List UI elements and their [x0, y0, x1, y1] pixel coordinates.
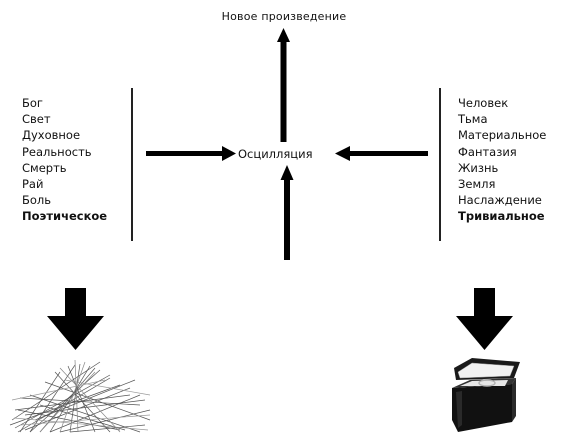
right-item: Человек [458, 96, 509, 110]
hay-pile-image [9, 359, 151, 433]
right-item: Жизнь [458, 160, 499, 175]
center-label-oscillation: Осцилляция [238, 147, 313, 161]
arrow-up [277, 28, 290, 142]
right-item: Тьма [458, 112, 488, 127]
left-final-item: Поэтическое [22, 209, 108, 224]
right-item: Фантазия [458, 144, 517, 159]
top-label-new-work: Новое произведение [221, 10, 347, 23]
left-item: Смерть [22, 160, 67, 175]
left-item: Духовное [22, 128, 81, 143]
right-item: Материальное [458, 128, 547, 143]
right-divider [439, 88, 441, 241]
big-arrow-down-right [456, 288, 513, 350]
arrow-left-in [146, 146, 236, 161]
left-item: Боль [22, 193, 52, 208]
right-concept-list: Человек Тьма Материальное Фантазия Жизнь… [458, 95, 546, 225]
arrow-bottom-up [280, 165, 294, 260]
left-item: Рай [22, 177, 44, 192]
ring-box-image [452, 358, 520, 432]
big-arrow-down-left [47, 288, 104, 350]
right-item: Наслаждение [458, 193, 542, 208]
left-item: Бог [22, 96, 43, 110]
left-concept-list: Бог Свет Духовное Реальность Смерть Рай … [22, 95, 107, 225]
right-final-item: Тривиальное [458, 209, 545, 224]
right-item: Земля [458, 177, 496, 192]
left-item: Реальность [22, 144, 92, 159]
arrow-right-in [335, 146, 428, 161]
left-item: Свет [22, 112, 51, 127]
left-divider [131, 88, 133, 241]
